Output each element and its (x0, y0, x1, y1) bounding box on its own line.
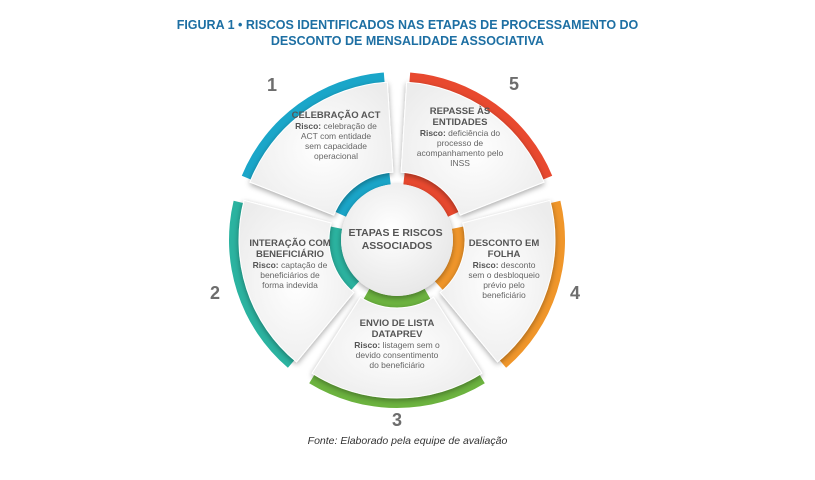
segment-1-inner-arc (335, 172, 391, 217)
segment-2-inner-arc (328, 226, 360, 291)
figure-title-line-1: FIGURA 1 • RISCOS IDENTIFICADOS NAS ETAP… (176, 18, 639, 32)
segment-5-title-line: REPASSE ÀS (430, 106, 491, 117)
segment-4-risk-line: Risco: desconto (473, 260, 536, 270)
segment-2-panel (238, 199, 355, 363)
segment-4-risk-line: sem o desbloqueio (468, 270, 540, 280)
segment-2-number: 2 (210, 283, 220, 303)
segment-5-risk-line: INSS (450, 158, 470, 168)
segment-3-panel (311, 296, 483, 399)
segment-3-title-line: DATAPREV (372, 329, 424, 340)
segment-3-risk-label: Risco: (354, 340, 382, 350)
segment-4-inner-arc (434, 226, 466, 291)
segment-2-risk-line: beneficiários de (260, 270, 320, 280)
segment-5-panel (400, 81, 545, 216)
center-label-line-2: ASSOCIADOS (362, 240, 433, 252)
segment-1-risk-label: Risco: (295, 121, 323, 131)
segment-3-risk-line: devido consentimento (356, 350, 439, 360)
segment-3-title-line: ENVIO DE LISTA (360, 318, 435, 329)
figure-source: Fonte: Elaborado pela equipe de avaliaçã… (307, 435, 508, 447)
segment-2-risk-text: captação de (281, 260, 328, 270)
segment-1-number: 1 (267, 75, 277, 95)
segment-3-number: 3 (392, 410, 402, 430)
segment-1-risk-text: celebração de (323, 121, 377, 131)
segment-1-title-line: CELEBRAÇÃO ACT (292, 110, 381, 121)
figure-title: FIGURA 1 • RISCOS IDENTIFICADOS NAS ETAP… (150, 17, 665, 49)
segment-4-risk-label: Risco: (473, 260, 501, 270)
center-hub-circle (341, 184, 453, 296)
segment-4-risk-line: prévio pelo (483, 280, 525, 290)
segment-5-inner-arc (403, 172, 459, 217)
segment-5-number: 5 (509, 74, 519, 94)
center-label-line-1: ETAPAS E RISCOS (348, 227, 442, 239)
segment-5-title-line: ENTIDADES (433, 117, 488, 128)
segment-4-risk-text: desconto (501, 260, 536, 270)
segment-2-risk-line: forma indevida (262, 280, 318, 290)
segment-5-risk-line: Risco: deficiência do (420, 128, 501, 138)
segment-5-risk-text: deficiência do (448, 128, 500, 138)
segment-3-risk-line: do beneficiário (369, 360, 425, 370)
segment-4-panel (439, 199, 556, 363)
segment-1-risk-line: sem capacidade (305, 141, 367, 151)
segment-4-title-line: DESCONTO EM (469, 238, 540, 249)
segment-1-risk-line: ACT com entidade (301, 131, 372, 141)
segment-1-risk-line: Risco: celebração de (295, 121, 377, 131)
segment-3-outer-arc (309, 371, 485, 408)
segment-panel-layer (238, 81, 556, 399)
segment-5-risk-line: acompanhamento pelo (417, 148, 504, 158)
segment-number-layer: 1 2 3 4 5 (210, 74, 580, 430)
segment-4-number: 4 (570, 283, 580, 303)
segment-5-risk-label: Risco: (420, 128, 448, 138)
segment-2-title-line: INTERAÇÃO COM (249, 238, 330, 249)
segment-4-risk-line: beneficiário (482, 290, 526, 300)
segment-2-title-line: BENEFICIÁRIO (256, 249, 324, 260)
segment-1-risk-line: operacional (314, 151, 358, 161)
segment-3-risk-text: listagem sem o (383, 340, 440, 350)
svg-text:ETAPAS E RISCOS ASSOCIAD: ETAPAS E RISCOS ASSOCIADOS (348, 227, 445, 252)
center-hub: ETAPAS E RISCOS ASSOCIADOS (341, 184, 453, 296)
segment-5-risk-line: processo de (437, 138, 484, 148)
segment-2-risk-label: Risco: (253, 260, 281, 270)
segment-3-inner-arc (363, 288, 431, 308)
segment-1-panel (249, 81, 394, 216)
figure-title-line-2: DESCONTO DE MENSALIDADE ASSOCIATIVA (270, 34, 545, 48)
segment-4-title-line: FOLHA (488, 249, 521, 260)
segment-3-risk-line: Risco: listagem sem o (354, 340, 440, 350)
segment-2-risk-line: Risco: captação de (253, 260, 328, 270)
